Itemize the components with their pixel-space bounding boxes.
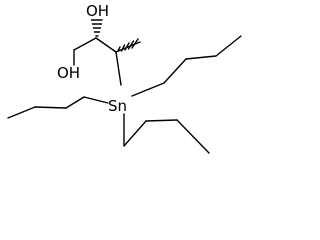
butyl-chain-1 xyxy=(131,35,242,97)
bond-c2-c3 xyxy=(95,37,117,53)
molecule-structure: OH OH Sn xyxy=(7,2,242,154)
bond-c3-methyl xyxy=(115,41,141,53)
hydroxyl-label-left: OH xyxy=(57,64,80,82)
hydroxyl-label-top: OH xyxy=(86,2,109,20)
tin-atom-label: Sn xyxy=(108,97,127,115)
butyl-chain-3 xyxy=(123,113,210,154)
bond-ch2-c2 xyxy=(73,37,97,51)
stereo-hash-c2-oh xyxy=(90,19,103,37)
backbone-bonds xyxy=(73,37,141,86)
structure-canvas: OH OH Sn xyxy=(7,2,242,154)
stereo-hash-c3-methyl xyxy=(117,38,139,52)
bond-c3-sn xyxy=(115,51,122,86)
butyl-chain-2 xyxy=(7,96,109,119)
